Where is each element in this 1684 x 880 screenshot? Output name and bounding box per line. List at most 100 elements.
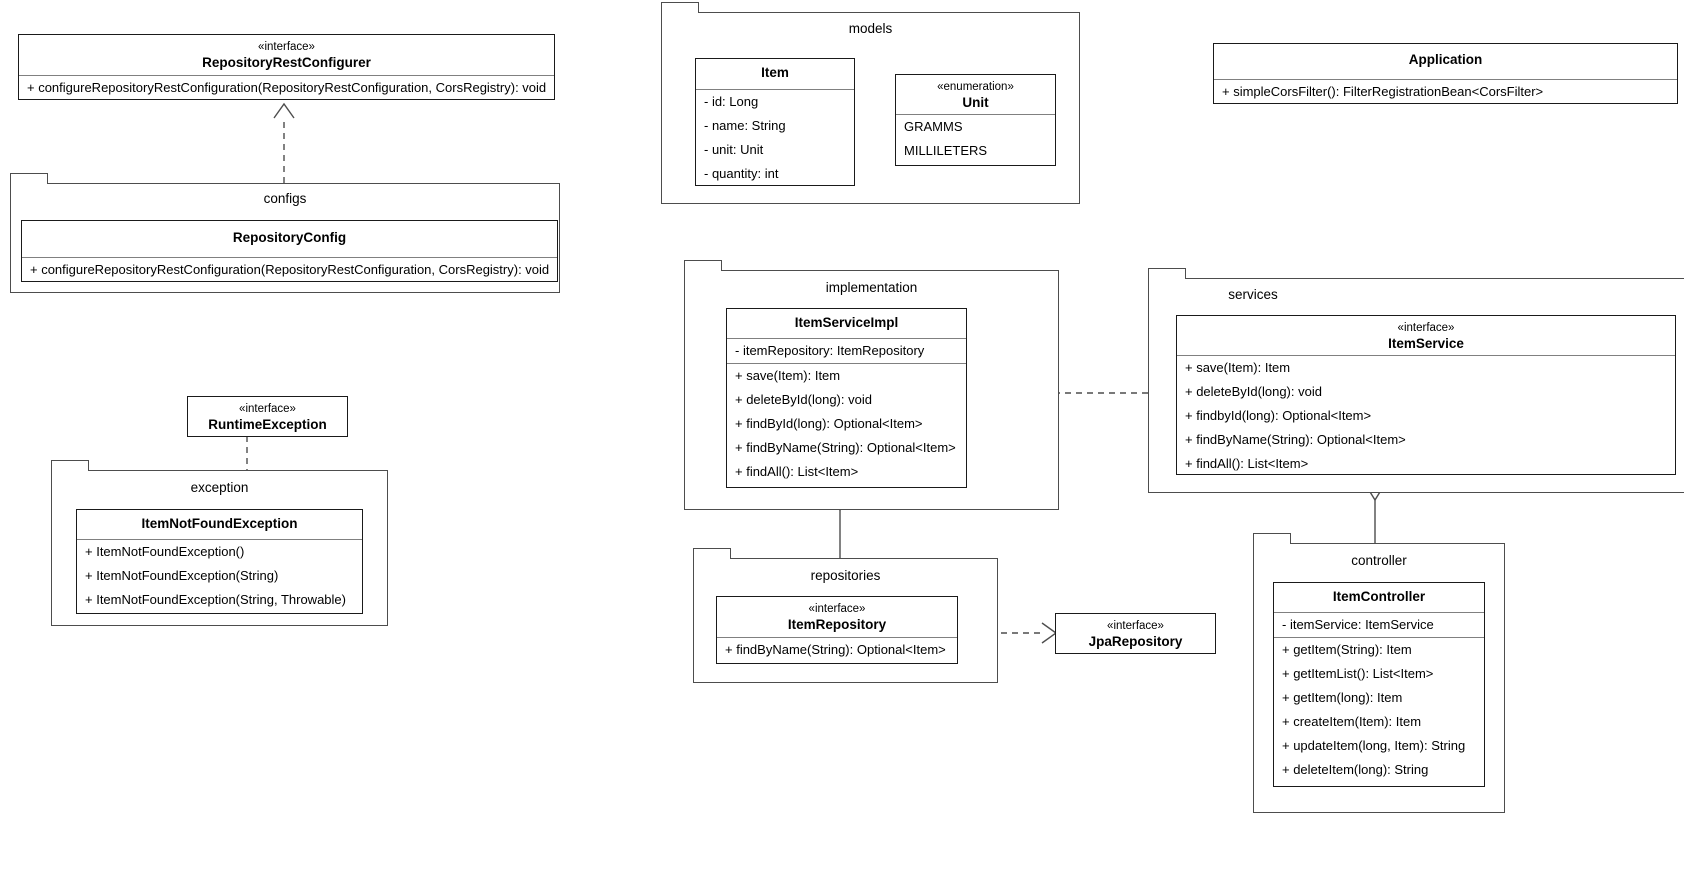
class-name: ItemService [1388,336,1464,351]
class-item-repository[interactable]: «interface» ItemRepository + findByName(… [716,596,958,664]
method-row: + findByName(String): Optional<Item> [735,440,956,455]
attribute-row: - itemRepository: ItemRepository [735,343,925,358]
method-compartment: + save(Item): Item + deleteById(long): v… [727,363,966,484]
stereotype-label: «interface» [808,603,866,615]
class-application[interactable]: Application + simpleCorsFilter(): Filter… [1213,43,1678,104]
method-compartment: + getItem(String): Item + getItemList():… [1274,637,1484,782]
realization-repositoryconfig-to-repositoryrestconfigurer [273,102,295,183]
class-header: Application [1214,44,1677,80]
class-name: ItemNotFoundException [141,516,298,531]
method-row: + findAll(): List<Item> [1185,456,1309,471]
method-row: + deleteById(long): void [1185,384,1322,399]
class-jpa-repository[interactable]: «interface» JpaRepository [1055,613,1216,654]
method-row: + ItemNotFoundException(String, Throwabl… [85,592,346,607]
class-runtime-exception[interactable]: «interface» RuntimeException [187,396,348,437]
method-row: + configureRepositoryRestConfiguration(R… [30,262,550,277]
class-item-not-found-exception[interactable]: ItemNotFoundException + ItemNotFoundExce… [76,509,363,614]
class-unit-enumeration[interactable]: «enumeration» Unit GRAMMS MILLILETERS [895,74,1056,166]
attribute-row: - itemService: ItemService [1282,617,1434,632]
package-configs: configs RepositoryConfig + configureRepo… [9,173,560,293]
literal-compartment: GRAMMS MILLILETERS [896,115,1055,163]
method-row: + findByName(String): Optional<Item> [725,642,946,657]
enum-literal-row: GRAMMS [904,119,963,134]
class-header: «interface» RuntimeException [188,397,347,436]
class-name: ItemController [1332,589,1426,604]
package-services: services «interface» ItemService + save(… [1147,268,1684,493]
attribute-row: - unit: Unit [704,142,764,157]
package-label: models [848,21,893,36]
class-header: «interface» ItemService [1177,316,1675,356]
class-name: Item [761,65,789,80]
package-models: models Item - id: Long - name: String - … [660,2,1080,204]
method-row: + save(Item): Item [1185,360,1291,375]
package-tab [692,548,731,559]
class-name: RepositoryConfig [232,230,347,245]
enum-literal-row: MILLILETERS [904,143,988,158]
method-row: + getItem(long): Item [1282,690,1403,705]
method-row: + ItemNotFoundException() [85,544,245,559]
package-label: repositories [810,568,881,583]
method-row: + getItemList(): List<Item> [1282,666,1434,681]
attribute-row: - id: Long [704,94,759,109]
class-item-service[interactable]: «interface» ItemService + save(Item): It… [1176,315,1676,475]
class-repository-config[interactable]: RepositoryConfig + configureRepositoryRe… [21,220,558,282]
class-name: ItemRepository [787,617,887,632]
method-row: + findByName(String): Optional<Item> [1185,432,1406,447]
class-name: Application [1408,52,1483,67]
package-exception: exception ItemNotFoundException + ItemNo… [50,460,388,626]
method-row: + deleteItem(long): String [1282,762,1429,777]
method-row: + findById(long): Optional<Item> [735,416,923,431]
package-tab [660,2,699,13]
package-label: exception [190,480,249,495]
package-tab [1147,268,1186,279]
method-row: + deleteById(long): void [735,392,872,407]
stereotype-label: «interface» [1397,322,1455,334]
method-row: + simpleCorsFilter(): FilterRegistration… [1222,84,1544,99]
package-tab [50,460,89,471]
class-name: RuntimeException [208,417,327,432]
class-name: Unit [962,95,989,110]
class-header: ItemNotFoundException [77,510,362,540]
attribute-row: - quantity: int [704,166,779,181]
class-item-controller[interactable]: ItemController - itemService: ItemServic… [1273,582,1485,787]
method-compartment: + save(Item): Item + deleteById(long): v… [1177,356,1675,476]
class-name: ItemServiceImpl [794,315,899,330]
package-implementation: implementation ItemServiceImpl - itemRep… [683,260,1059,510]
attribute-row: - name: String [704,118,786,133]
package-label: implementation [825,280,918,295]
attribute-compartment: - itemRepository: ItemRepository [727,339,966,363]
class-item[interactable]: Item - id: Long - name: String - unit: U… [695,58,855,186]
method-compartment: + configureRepositoryRestConfiguration(R… [19,76,554,100]
method-row: + createItem(Item): Item [1282,714,1422,729]
package-label: services [1228,287,1278,302]
class-name: JpaRepository [1088,634,1183,649]
package-label: controller [1351,553,1407,568]
method-row: + updateItem(long, Item): String [1282,738,1466,753]
package-tab [1252,533,1291,544]
method-compartment: + simpleCorsFilter(): FilterRegistration… [1214,80,1677,104]
attribute-compartment: - id: Long - name: String - unit: Unit -… [696,90,854,186]
package-repositories: repositories «interface» ItemRepository … [692,548,998,683]
class-header: Item [696,59,854,90]
stereotype-label: «interface» [258,41,315,53]
class-repository-rest-configurer[interactable]: «interface» RepositoryRestConfigurer + c… [18,34,555,100]
class-header: RepositoryConfig [22,221,557,258]
method-row: + findAll(): List<Item> [735,464,859,479]
package-tab [683,260,722,271]
method-compartment: + ItemNotFoundException() + ItemNotFound… [77,540,362,612]
class-header: «enumeration» Unit [896,75,1055,115]
stereotype-label: «enumeration» [937,81,1014,93]
method-row: + ItemNotFoundException(String) [85,568,279,583]
package-controller: controller ItemController - itemService:… [1252,533,1505,813]
class-name: RepositoryRestConfigurer [202,55,371,70]
class-header: «interface» ItemRepository [717,597,957,638]
method-compartment: + configureRepositoryRestConfiguration(R… [22,258,557,282]
stereotype-label: «interface» [239,403,296,415]
attribute-compartment: - itemService: ItemService [1274,613,1484,637]
class-header: ItemServiceImpl [727,309,966,339]
package-label: configs [263,191,307,206]
class-header: ItemController [1274,583,1484,613]
method-row: + findbyId(long): Optional<Item> [1185,408,1372,423]
class-item-service-impl[interactable]: ItemServiceImpl - itemRepository: ItemRe… [726,308,967,488]
